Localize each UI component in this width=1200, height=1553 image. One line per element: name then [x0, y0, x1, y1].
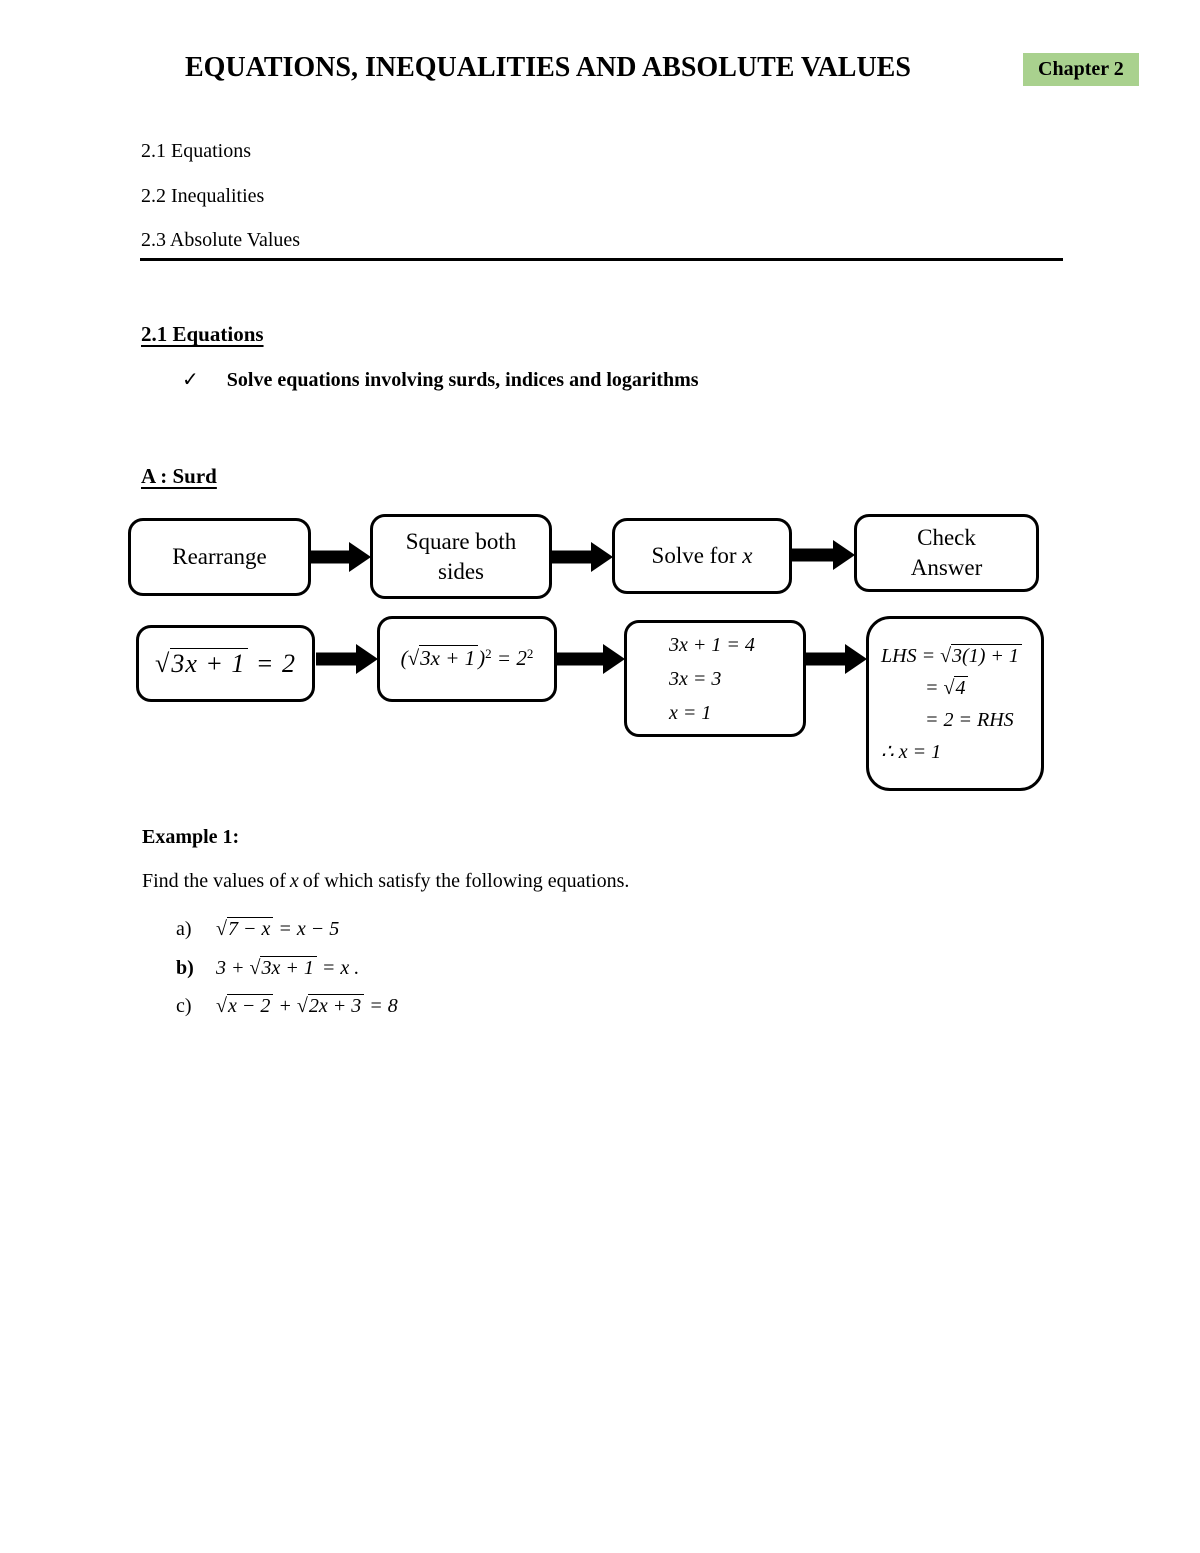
equation: x − 2 + 2x + 3 = 8: [216, 994, 398, 1017]
lhs-label: LHS =: [881, 644, 936, 667]
radicand: 7 − x: [226, 917, 274, 940]
item-label: c): [176, 995, 192, 1017]
example-item-c: c) x − 2 + 2x + 3 = 8: [176, 994, 398, 1018]
flow-arrow-icon: [316, 644, 378, 674]
sqrt-radical: 3x + 1: [250, 956, 317, 979]
page-title: EQUATIONS, INEQUALITIES AND ABSOLUTE VAL…: [185, 52, 911, 83]
plus-sign: +: [278, 995, 292, 1017]
close-paren: ): [478, 646, 486, 671]
flow-step-solve-for-x: Solve for x: [612, 518, 792, 594]
equation: 3x + 1 = 2: [155, 647, 296, 681]
flow-arrow-icon: [792, 540, 855, 570]
objective-text: Solve equations involving surds, indices…: [226, 369, 699, 391]
flow-arrow-icon: [806, 644, 867, 674]
flow-eq-squared: (3x + 1)2 = 22: [377, 616, 557, 702]
sqrt-radical: 3x + 1: [408, 645, 479, 671]
equation: (3x + 1)2 = 22: [400, 645, 534, 672]
item-label: a): [176, 918, 192, 940]
equation-rhs: = 2: [496, 646, 527, 671]
example-item-a: a) 7 − x = x − 5: [176, 917, 339, 941]
flow-step-label: Solve for x: [652, 541, 753, 571]
radicand: 3x + 1: [260, 956, 317, 979]
flow-step-label: Check Answer: [910, 525, 983, 580]
flow-step-label: Square both sides: [405, 528, 517, 584]
section-heading: 2.1 Equations: [141, 322, 264, 346]
toc-item-absolute-values: 2.3 Absolute Values: [141, 229, 301, 251]
check-conclusion: ∴ x = 1: [881, 740, 942, 763]
chapter-badge: Chapter 2: [1023, 53, 1139, 86]
flow-step-check-answer: Check Answer: [854, 514, 1039, 592]
flow-eq-solve-steps: 3x + 1 = 4 3x = 3 x = 1: [624, 620, 806, 737]
flow-arrow-icon: [552, 542, 613, 572]
flow-step-rearrange: Rearrange: [128, 518, 311, 596]
equation-rhs: = x .: [321, 957, 360, 979]
example-heading: Example 1:: [142, 826, 240, 848]
equation-rhs: = x − 5: [278, 918, 340, 940]
sqrt-radical: 7 − x: [216, 917, 274, 940]
solve-line: 3x = 3: [669, 667, 722, 690]
check-icon: ✓: [182, 369, 199, 391]
radicand: 3x + 1: [419, 645, 479, 671]
check-line: LHS = 3(1) + 1: [881, 643, 1022, 669]
sqrt-radical: 4: [944, 675, 969, 699]
equation: 7 − x = x − 5: [216, 917, 339, 940]
variable-x: x: [742, 543, 753, 569]
solve-line: 3x + 1 = 4: [669, 633, 755, 656]
exponent: 2: [526, 646, 534, 662]
variable-x: x: [289, 870, 299, 892]
exponent: 2: [485, 646, 492, 662]
flow-arrow-icon: [311, 542, 371, 572]
flow-eq-check-answer: LHS = 3(1) + 1 = 4 = 2 = RHS ∴ x = 1: [866, 616, 1044, 791]
flow-step-label-text: Solve for: [651, 543, 737, 569]
open-paren: (: [400, 646, 408, 671]
solve-line: x = 1: [669, 701, 712, 724]
radicand: 3x + 1: [170, 647, 249, 678]
check-line: = 2 = RHS: [925, 708, 1014, 731]
flow-step-square-both-sides: Square both sides: [370, 514, 552, 599]
radicand: x − 2: [226, 994, 274, 1017]
flow-eq-original: 3x + 1 = 2: [136, 625, 315, 702]
intro-text: Find the values of: [142, 870, 286, 892]
subsection-heading: A : Surd: [141, 464, 217, 488]
horizontal-divider: [140, 258, 1063, 261]
item-label: b): [176, 957, 194, 979]
check-line: = 4: [925, 675, 969, 701]
radicand: 2x + 3: [307, 994, 365, 1017]
sqrt-radical: x − 2: [216, 994, 274, 1017]
intro-text: of which satisfy the following equations…: [302, 870, 630, 892]
flow-arrow-icon: [557, 644, 625, 674]
equals-sign: =: [925, 676, 939, 699]
example-item-b: b) 3 + 3x + 1 = x .: [176, 956, 359, 980]
toc-item-inequalities: 2.2 Inequalities: [141, 185, 265, 207]
radicand: 3(1) + 1: [951, 643, 1022, 667]
radicand: 4: [954, 675, 969, 699]
sqrt-radical: 2x + 3: [297, 994, 365, 1017]
sqrt-radical: 3(1) + 1: [940, 643, 1022, 667]
equation-lhs: 3 +: [216, 957, 245, 979]
flow-step-label: Rearrange: [172, 544, 267, 570]
sqrt-radical: 3x + 1: [155, 647, 249, 678]
toc-item-equations: 2.1 Equations: [141, 140, 251, 162]
equation: 3 + 3x + 1 = x .: [216, 956, 359, 979]
objective-line: ✓ Solve equations involving surds, indice…: [182, 367, 699, 392]
equation-rhs: = 8: [369, 995, 398, 1017]
equation-rhs: = 2: [255, 648, 296, 678]
